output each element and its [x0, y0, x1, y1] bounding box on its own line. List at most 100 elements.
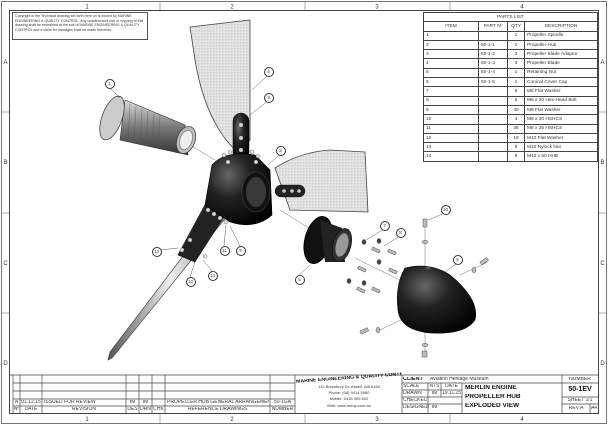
part-number: 50-1-2 [478, 49, 508, 60]
client-value: Aviation Heritage Museum [430, 377, 489, 382]
header-drn: DRN [140, 407, 151, 412]
header-item: ITEM [423, 21, 479, 32]
description: Propeller Hub [524, 39, 598, 51]
number-label: NUMBER [569, 377, 591, 382]
zone-row-b: B [3, 160, 7, 166]
parts-list: PARTS LIST ITEM PART Nº QTY DESCRIPTION … [423, 11, 598, 162]
item-number: 4 [423, 58, 479, 69]
designed-label: DESIGNED [403, 405, 430, 410]
conical-cover-cap [397, 265, 477, 334]
zone-col-4: 4 [520, 5, 524, 11]
part-number: 50-1-5 [478, 77, 508, 88]
item-balloons [108, 74, 458, 278]
item-number: 2 [423, 39, 479, 51]
description: M10 Nylock Nut [524, 142, 598, 153]
part-number: 50-1-1 [478, 39, 508, 51]
zone-row-d: D [3, 361, 8, 367]
item-balloon-9: 9 [235, 245, 246, 256]
rev-drn: IM [142, 400, 149, 405]
item-balloon-11: 11 [219, 245, 230, 256]
exploded-view [99, 19, 489, 361]
zone-col-1: 1 [85, 5, 89, 11]
header-number: NUMBER [271, 407, 294, 412]
zone-col-1-bottom: 1 [85, 417, 89, 423]
part-number [478, 86, 508, 97]
part-number [478, 132, 508, 144]
rev-des: IM [129, 400, 136, 405]
part-number: 50-1-4 [478, 67, 508, 79]
header-des: DES [127, 407, 138, 412]
client-label: CLIENT [403, 377, 423, 382]
zone-row-a: A [3, 60, 7, 66]
header-qty: QTY [507, 21, 525, 32]
title-line-2: PROPELLER HUB [465, 393, 521, 400]
company-address: 110 Brenzbury Dr. Atwell, WA 6164 [318, 385, 380, 389]
fasteners [346, 218, 489, 358]
revision-label: REV A [568, 406, 584, 411]
zone-col-2: 2 [230, 5, 234, 11]
item-balloon-2: 2 [275, 145, 286, 156]
drawing-number: 50-1EV [568, 386, 592, 393]
item-number: 3 [423, 49, 479, 60]
zone-col-2-bottom: 2 [230, 417, 234, 423]
description: M8 x 25 HSHCS [524, 123, 598, 134]
item-balloon-4: 4 [263, 66, 274, 77]
sheet-size: A4 [590, 406, 598, 411]
drawn-date: 19.11.15 [441, 391, 462, 396]
description: Propeller Blade [524, 58, 598, 69]
item-number: 14 [423, 151, 479, 162]
part-number [478, 151, 508, 162]
part-number [478, 95, 508, 106]
rev-no: A [14, 400, 19, 405]
quantity: 9 [507, 151, 525, 162]
company-web: Web: www.meqc.com.au [327, 404, 371, 408]
company-phone: Phone: (08) 9414 5960 [328, 391, 370, 395]
quantity: 1 [507, 30, 525, 41]
propeller-hub [179, 149, 306, 259]
zone-row-a-right: A [600, 60, 604, 66]
drawn-value: IM [431, 391, 438, 396]
quantity: 1 [507, 67, 525, 79]
quantity: 3 [507, 49, 525, 60]
quantity: 18 [507, 132, 525, 144]
designed-value: IM [431, 405, 438, 410]
item-number: 6 [423, 77, 479, 88]
description: M10 x 60 HHB [524, 151, 598, 162]
description: Conical Cover Cap [524, 77, 598, 88]
zone-row-c-right: C [600, 261, 605, 267]
header-part-no: PART Nº [478, 21, 508, 32]
item-number: 13 [423, 142, 479, 153]
description: M8 Flat Washer [524, 104, 598, 116]
quantity: 6 [507, 95, 525, 106]
part-number: 50-1-3 [478, 58, 508, 69]
reference-drawing-number: 50-1GA [273, 400, 292, 405]
item-number: 7 [423, 86, 479, 97]
part-number [478, 114, 508, 125]
header-revision: REVISION [72, 407, 96, 412]
item-balloon-3: 3 [263, 92, 274, 103]
header-date: DATE [24, 407, 38, 412]
part-number [478, 30, 508, 41]
part-number [478, 104, 508, 116]
item-balloon-10: 10 [440, 204, 451, 215]
item-balloon-13: 13 [151, 246, 162, 257]
zone-row-b-right: B [600, 160, 604, 166]
description: Propeller Blade Adaptor [524, 49, 598, 60]
checked-label: CHECKED [403, 398, 428, 403]
date-label: DATE [445, 384, 458, 389]
inner-border [9, 10, 599, 414]
item-number: 12 [423, 132, 479, 144]
parts-list-title: PARTS LIST [423, 11, 598, 23]
title-line-1: MERLIN ENGINE [465, 385, 517, 391]
